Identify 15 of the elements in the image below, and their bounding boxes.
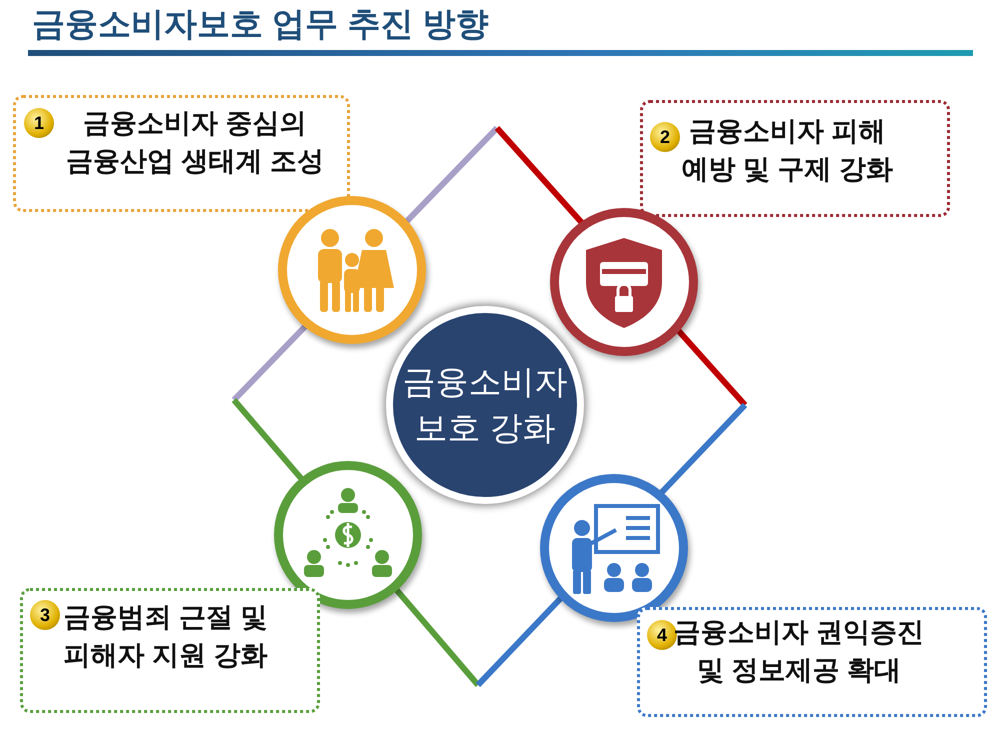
box-text: 금융범죄 근절 및 피해자 지원 강화 [62,601,268,672]
icon-circle [550,208,698,356]
number-badge: 3 [30,600,60,630]
box-text: 금융소비자 피해 예방 및 구제 강화 [680,115,894,186]
text-box [640,100,950,217]
center-text: 금융소비자 보호 강화 [402,362,568,448]
text-box [20,588,320,713]
text-box [13,95,350,212]
icon-circle [540,474,688,622]
title: 금융소비자보호 업무 추진 방향 [32,4,489,44]
number-badge: 1 [24,108,54,138]
icon-circle [274,461,422,609]
text-box [637,607,987,717]
number-badge: 2 [650,122,680,152]
box-text: 금융소비자 중심의 금융산업 생태계 조성 [64,107,325,178]
